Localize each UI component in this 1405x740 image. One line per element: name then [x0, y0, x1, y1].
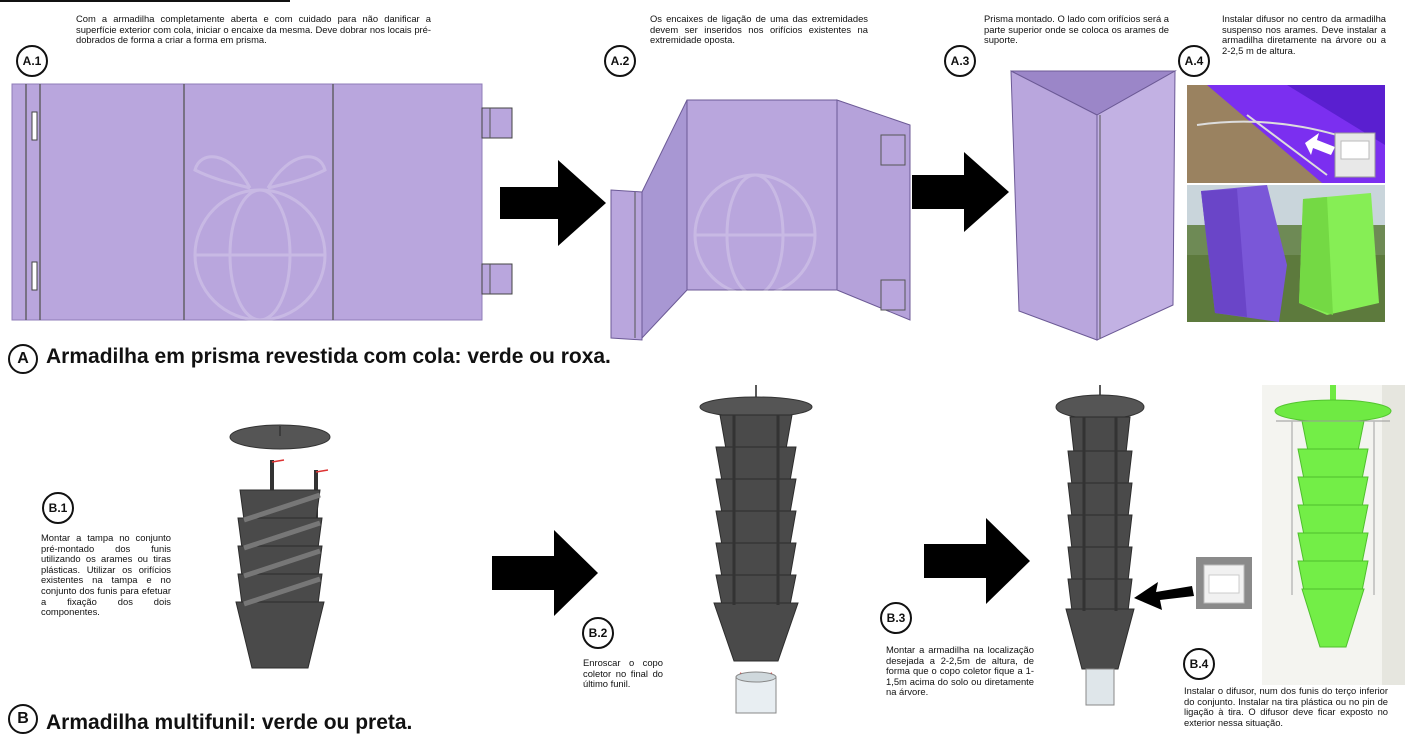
arrow-diffuser-b3	[1134, 582, 1194, 610]
section-title-b: Armadilha multifunil: verde ou preta.	[46, 711, 413, 734]
step-text-a3: Prisma montado. O lado com orifícios ser…	[984, 13, 1169, 46]
step-text-a1: Com a armadilha completamente aberta e c…	[76, 13, 431, 46]
multifunnel-exploded-diagram	[229, 424, 331, 669]
section-badge-b: B	[8, 704, 38, 734]
arrow-b1-b2	[492, 530, 598, 616]
step-badge-b4: B.4	[1183, 648, 1215, 680]
step-badge-a1: A.1	[16, 45, 48, 77]
step-badge-a3: A.3	[944, 45, 976, 77]
step-text-b2: Enroscar o copo coletor no final do últi…	[583, 657, 663, 690]
multifunnel-installed-diagram	[1055, 385, 1145, 706]
multifunnel-assembled-diagram	[699, 385, 813, 714]
folding-trap-diagram	[610, 99, 911, 341]
flat-trap-diagram	[11, 83, 513, 322]
section-badge-a: A	[8, 344, 38, 374]
top-rule	[0, 0, 290, 2]
step-badge-b3: B.3	[880, 602, 912, 634]
step-text-b3: Montar a armadilha na localização deseja…	[886, 644, 1034, 698]
step-text-b1: Montar a tampa no conjunto pré-montado d…	[41, 532, 171, 618]
step-badge-b2: B.2	[582, 617, 614, 649]
step-text-a2: Os encaixes de ligação de uma das extrem…	[650, 13, 868, 46]
arrow-a1-a2	[500, 160, 606, 246]
step-badge-b1: B.1	[42, 492, 74, 524]
photo-green-multifunnel	[1262, 385, 1405, 685]
photo-diffuser	[1196, 557, 1252, 609]
step-text-a4: Instalar difusor no centro da armadilha …	[1222, 13, 1386, 56]
arrow-b2-b3	[924, 518, 1030, 604]
step-badge-a2: A.2	[604, 45, 636, 77]
photo-prism-traps-field	[1187, 185, 1385, 322]
section-title-a: Armadilha em prisma revestida com cola: …	[46, 345, 611, 368]
arrow-a2-a3	[912, 152, 1009, 232]
prism-trap-diagram	[1010, 70, 1177, 341]
step-text-b4: Instalar o difusor, num dos funis do ter…	[1184, 685, 1388, 728]
photo-diffuser-installed	[1187, 85, 1385, 183]
step-badge-a4: A.4	[1178, 45, 1210, 77]
